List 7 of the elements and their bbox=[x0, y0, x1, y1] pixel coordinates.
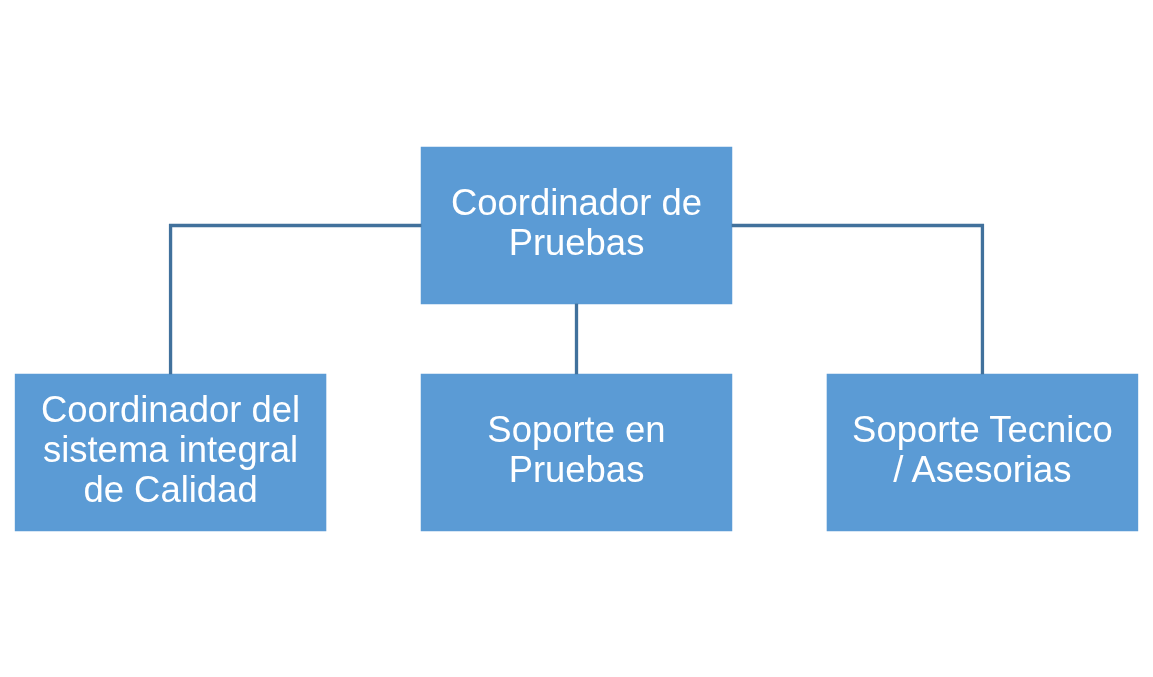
node-box: Soporte Tecnico / Asesorias bbox=[826, 373, 1139, 531]
node-box: Coordinador de Pruebas bbox=[420, 146, 733, 304]
connector bbox=[168, 223, 422, 374]
connector bbox=[574, 303, 579, 374]
node-box: Coordinador del sistema integral de Calidad bbox=[14, 373, 327, 531]
node-box: Soporte en Pruebas bbox=[420, 373, 733, 531]
connector bbox=[731, 223, 985, 374]
